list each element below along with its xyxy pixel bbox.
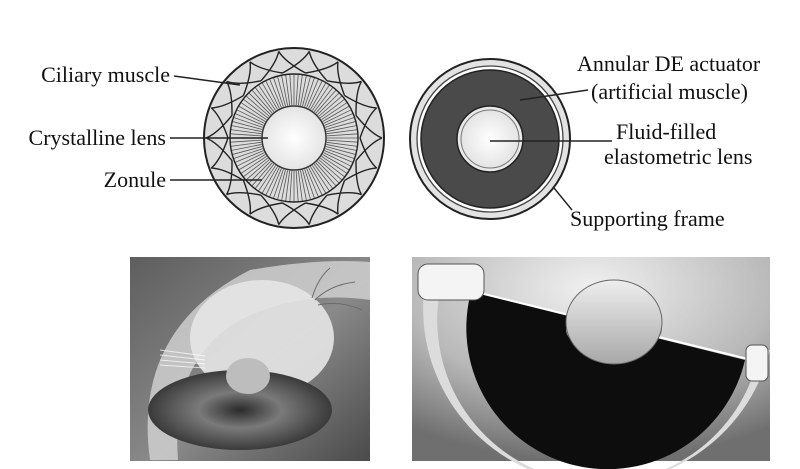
leader-actuator [519, 89, 589, 101]
natural-eye-diagram: Ciliary muscle Crystalline lens Zonule [29, 47, 385, 229]
label-lens-line1: Fluid-filled [616, 119, 716, 144]
zonule-strands [159, 349, 206, 369]
device-lens [565, 279, 663, 365]
label-zonule: Zonule [104, 167, 166, 192]
lens-disk [190, 280, 334, 396]
leader-ciliary-muscle [173, 75, 241, 86]
label-actuator-line2: (artificial muscle) [591, 79, 748, 104]
retina-vessels [311, 267, 363, 311]
iris [148, 370, 332, 450]
label-crystalline-lens: Crystalline lens [29, 125, 166, 150]
device-right-clamp [745, 344, 769, 382]
natural-eye-rendering [130, 257, 370, 461]
label-supporting-frame: Supporting frame [570, 206, 725, 231]
leader-frame [553, 187, 573, 211]
ciliary-muscle-mesh [205, 50, 383, 226]
lens-bulge [226, 358, 270, 394]
zonule-fibers [230, 74, 358, 202]
crystalline-lens-shape [261, 105, 327, 171]
label-lens-line2: elastometric lens [604, 144, 752, 169]
fluid-filled-lens [460, 109, 520, 169]
device-left-clamp [417, 263, 485, 301]
label-actuator-line1: Annular DE actuator [577, 51, 761, 76]
artificial-lens-rendering [412, 257, 770, 469]
label-ciliary-muscle: Ciliary muscle [41, 62, 170, 87]
device-dark-actuator [466, 294, 745, 469]
artificial-eye-diagram: Annular DE actuator (artificial muscle) … [409, 51, 761, 231]
